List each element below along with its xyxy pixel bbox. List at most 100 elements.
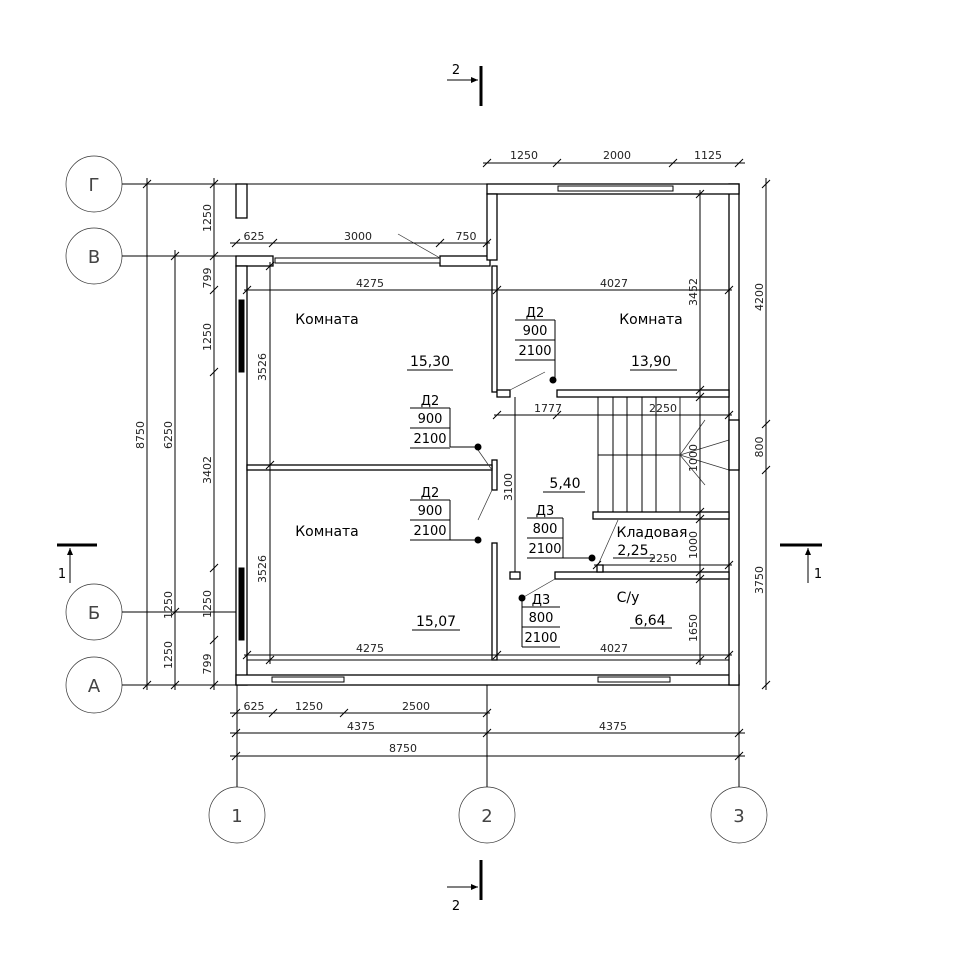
dimension-tick bbox=[209, 680, 219, 690]
section-mark-left: 1 bbox=[57, 543, 97, 583]
winder-tread bbox=[679, 439, 730, 456]
axis-col-1: 1 bbox=[208, 685, 266, 844]
dimension-tick bbox=[482, 238, 492, 248]
room-name: С/у bbox=[617, 590, 640, 606]
dimension-tick bbox=[482, 708, 492, 718]
door-marker-dot bbox=[549, 376, 557, 384]
svg-text:Б: Б bbox=[88, 603, 100, 624]
dimension-tick bbox=[170, 607, 180, 617]
dimension-tick bbox=[231, 728, 241, 738]
svg-text:8750: 8750 bbox=[134, 421, 147, 449]
svg-text:1250: 1250 bbox=[201, 204, 214, 232]
svg-text:2000: 2000 bbox=[603, 149, 631, 162]
dimension-tick bbox=[761, 465, 771, 475]
axis-row-B: Б bbox=[65, 583, 236, 641]
door-width: 900 bbox=[523, 324, 548, 339]
dimension-tick bbox=[209, 251, 219, 261]
dimension-tick bbox=[482, 158, 492, 168]
svg-text:2250: 2250 bbox=[649, 552, 677, 565]
winder-tread bbox=[679, 454, 730, 471]
svg-text:4375: 4375 bbox=[347, 720, 375, 733]
door-tags: Д29002100Д29002100Д29002100Д38002100Д380… bbox=[410, 306, 596, 648]
door-height: 2100 bbox=[524, 631, 557, 646]
svg-text:800: 800 bbox=[753, 437, 766, 458]
svg-text:1000: 1000 bbox=[687, 444, 700, 472]
dimension-tick bbox=[734, 158, 744, 168]
dimension-tick bbox=[695, 189, 705, 199]
dimension-tick bbox=[734, 751, 744, 761]
dimension-tick bbox=[695, 507, 705, 517]
axis-row-V: В bbox=[65, 227, 236, 285]
door-height: 2100 bbox=[413, 524, 446, 539]
dimension-tick bbox=[492, 285, 502, 295]
door-width: 800 bbox=[529, 611, 554, 626]
dimension-tick bbox=[695, 655, 705, 665]
dimension-tick bbox=[209, 285, 219, 295]
svg-text:799: 799 bbox=[201, 268, 214, 289]
door-type: Д2 bbox=[421, 486, 439, 501]
dimension-tick bbox=[242, 285, 252, 295]
dimension-tick bbox=[142, 680, 152, 690]
dimension-tick bbox=[231, 708, 241, 718]
svg-text:1250: 1250 bbox=[510, 149, 538, 162]
door-tag: Д3 800 2100 bbox=[518, 593, 560, 648]
dimension-tick bbox=[552, 158, 562, 168]
dimension-tick bbox=[761, 680, 771, 690]
dimension-tick bbox=[695, 385, 705, 395]
dimension-tick bbox=[265, 261, 275, 271]
svg-text:6250: 6250 bbox=[162, 421, 175, 449]
svg-text:2: 2 bbox=[481, 806, 492, 827]
svg-text:799: 799 bbox=[201, 654, 214, 675]
svg-text:1650: 1650 bbox=[687, 614, 700, 642]
dimension-tick bbox=[724, 650, 734, 660]
dimension-tick bbox=[265, 655, 275, 665]
svg-text:3100: 3100 bbox=[502, 473, 515, 501]
door-width: 900 bbox=[418, 412, 443, 427]
svg-text:В: В bbox=[88, 247, 100, 268]
door-marker-dot bbox=[518, 594, 526, 602]
dimension-tick bbox=[170, 680, 180, 690]
svg-text:1: 1 bbox=[58, 567, 66, 582]
dimension-tick bbox=[552, 410, 562, 420]
door-marker-dot bbox=[588, 554, 596, 562]
dimension-tick bbox=[265, 460, 275, 470]
dimension-tick bbox=[695, 574, 705, 584]
door-type: Д2 bbox=[421, 394, 439, 409]
door-type: Д2 bbox=[526, 306, 544, 321]
dimension-tick bbox=[242, 650, 252, 660]
axis-col-3: 3 bbox=[710, 685, 768, 844]
dimension-tick bbox=[492, 410, 502, 420]
svg-text:3000: 3000 bbox=[344, 230, 372, 243]
svg-text:2500: 2500 bbox=[402, 700, 430, 713]
room-area: 6,64 bbox=[634, 613, 665, 629]
dimension-tick bbox=[724, 285, 734, 295]
winder-tread bbox=[679, 454, 706, 486]
dimension-tick bbox=[231, 751, 241, 761]
dimension-tick bbox=[724, 410, 734, 420]
svg-text:750: 750 bbox=[456, 230, 477, 243]
dimension-tick bbox=[268, 708, 278, 718]
door-tag: Д2 900 2100 bbox=[410, 486, 482, 544]
winder-tread bbox=[679, 419, 706, 456]
svg-text:2250: 2250 bbox=[649, 402, 677, 415]
svg-text:1000: 1000 bbox=[687, 531, 700, 559]
dimension-tick bbox=[231, 238, 241, 248]
door-type: Д3 bbox=[532, 593, 550, 608]
dimension-tick bbox=[435, 238, 445, 248]
dimension-tick bbox=[209, 179, 219, 189]
svg-text:2: 2 bbox=[452, 899, 460, 914]
svg-text:3402: 3402 bbox=[201, 456, 214, 484]
door-width: 800 bbox=[533, 522, 558, 537]
staircase bbox=[597, 397, 740, 512]
room-name: Комната bbox=[619, 312, 683, 328]
svg-text:1250: 1250 bbox=[162, 641, 175, 669]
door-marker-dot bbox=[474, 443, 482, 451]
svg-text:3: 3 bbox=[733, 806, 744, 827]
stair-window bbox=[728, 419, 740, 471]
door-width: 900 bbox=[418, 504, 443, 519]
dimension-lines bbox=[142, 158, 771, 761]
dimension-tick bbox=[724, 560, 734, 570]
